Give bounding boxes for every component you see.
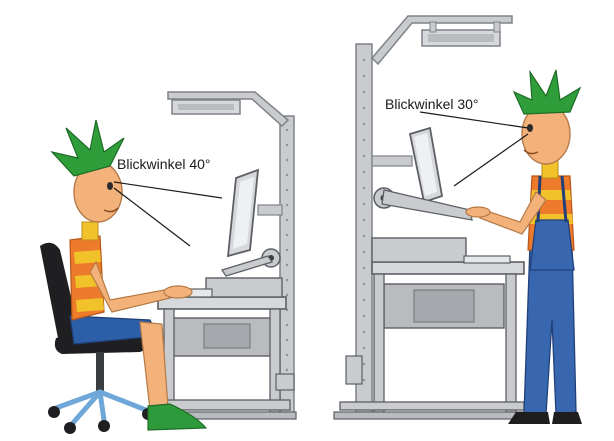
left-workstation [150, 92, 296, 419]
view-angle-label-standing: Blickwinkel 30° [385, 96, 479, 112]
chair-base [56, 392, 146, 424]
right-desk-top [372, 262, 524, 274]
left-sightline-horizontal [114, 182, 222, 198]
sight-lines [114, 112, 528, 246]
right-sightline-angled [454, 134, 528, 186]
green-hair-left [52, 120, 124, 176]
view-angle-label-seated: Blickwinkel 40° [117, 156, 211, 172]
left-sightline-angled [114, 188, 190, 246]
standing-figure [466, 70, 582, 424]
overalls-bib [530, 220, 574, 270]
black-shoe-right [552, 412, 582, 424]
right-keyboard [464, 256, 510, 263]
left-desk-top [158, 297, 286, 309]
right-sightline-horizontal [420, 112, 528, 128]
green-hair-right [514, 70, 580, 114]
